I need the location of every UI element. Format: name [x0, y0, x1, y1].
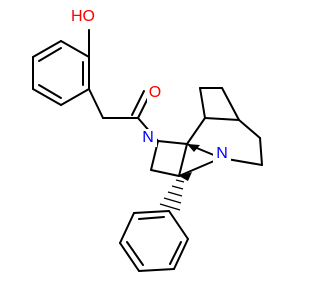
phenyl-ring	[119, 210, 189, 272]
hashed-bond	[159, 179, 185, 211]
bicyclic-core	[150, 87, 263, 177]
molecule-canvas: HO O N N	[32, 8, 263, 272]
bridgehead-nitrogen-text: N	[216, 145, 228, 162]
phenol-ring	[32, 40, 90, 106]
hydroxyl-text: HO	[71, 8, 95, 25]
carbonyl-oxygen-text: O	[149, 84, 161, 101]
amide-nitrogen-text: N	[142, 129, 154, 146]
stereo-wedges	[179, 144, 200, 181]
carbonyl-oxygen-label: O	[147, 84, 163, 102]
molecule-structure: HO O N N	[32, 8, 263, 272]
amide-nitrogen-label: N	[139, 129, 157, 147]
bridgehead-nitrogen-label: N	[213, 145, 231, 163]
hydroxyl-label: HO	[69, 8, 97, 26]
